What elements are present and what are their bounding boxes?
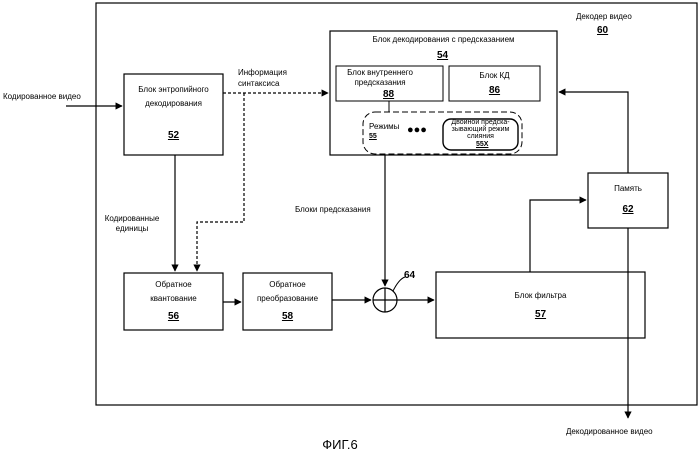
mc-label: Блок КД <box>449 71 540 81</box>
inverse-transform-number: 58 <box>243 311 332 322</box>
figure-caption: ФИГ.6 <box>300 438 380 452</box>
entropy-label-2: декодирования <box>124 99 223 109</box>
inverse-quant-label-1: Обратное <box>124 280 223 290</box>
inverse-quant-number: 56 <box>124 311 223 322</box>
entropy-label-1: Блок энтропийного <box>124 85 223 95</box>
prediction-number: 54 <box>437 50 448 61</box>
inverse-quant-label-2: квантование <box>124 294 223 304</box>
dual-merge-label-3: слияния <box>443 133 518 141</box>
encoded-video-label: Кодированное видео <box>3 92 81 102</box>
prediction-title: Блок декодирования с предсказанием <box>330 35 557 45</box>
syntax-info-label-1: Информация <box>238 68 287 78</box>
dual-merge-number: 55X <box>476 141 488 149</box>
mc-number: 86 <box>449 85 540 96</box>
pred-blocks-label: Блоки предсказания <box>295 205 371 215</box>
intra-label-2: предсказания <box>336 78 424 88</box>
inverse-transform-label-2: преобразование <box>243 294 332 304</box>
coded-units-label-1: Кодированные <box>96 214 168 224</box>
modes-label: Режимы <box>369 122 399 132</box>
filter-block-box <box>436 272 645 338</box>
intra-label-1: Блок внутреннего <box>336 68 424 78</box>
entropy-number: 52 <box>124 130 223 141</box>
memory-label: Память <box>588 184 668 194</box>
modes-number: 55 <box>369 133 377 141</box>
filter-to-memory-arrow <box>530 200 586 272</box>
intra-number: 88 <box>383 89 394 100</box>
coded-units-label-2: единицы <box>96 224 168 234</box>
syntax-down-arrow <box>197 93 244 271</box>
filter-label: Блок фильтра <box>436 291 645 301</box>
adder-number: 64 <box>404 270 415 281</box>
modes-dots: ●●● <box>407 124 427 136</box>
memory-block-box <box>588 173 668 228</box>
syntax-info-label-2: синтаксиса <box>238 79 279 89</box>
filter-number: 57 <box>436 309 645 320</box>
decoder-number: 60 <box>597 25 608 36</box>
memory-to-prediction-arrow <box>559 92 628 173</box>
decoder-title: Декодер видео <box>576 12 632 22</box>
memory-number: 62 <box>588 204 668 215</box>
inverse-transform-label-1: Обратное <box>243 280 332 290</box>
decoded-video-label: Декодированное видео <box>566 427 653 437</box>
